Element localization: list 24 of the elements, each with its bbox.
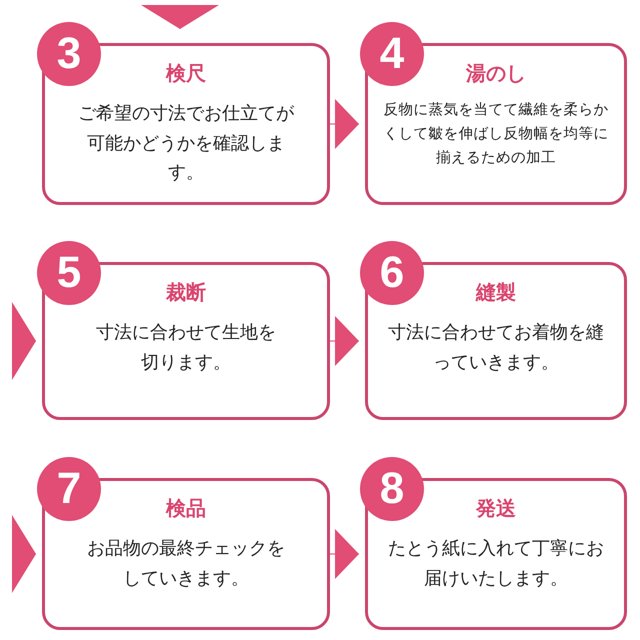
step-title: 裁断 bbox=[166, 279, 206, 306]
arrow bbox=[330, 529, 360, 579]
arrow bbox=[330, 316, 360, 366]
step-number: 8 bbox=[360, 457, 424, 521]
arrow bbox=[12, 302, 36, 380]
step-title: 検尺 bbox=[166, 60, 206, 87]
step-description: 寸法に合わせてお着物を縫っていきます。 bbox=[387, 321, 605, 375]
step-description: 寸法に合わせて生地を切ります。 bbox=[95, 321, 277, 375]
step-description: 反物に蒸気を当てて繊維を柔らかくして皺を伸ばし反物幅を均等に揃えるための加工 bbox=[382, 101, 610, 168]
step-number: 4 bbox=[360, 22, 424, 86]
step-number: 7 bbox=[37, 457, 101, 521]
step-title: 湯のし bbox=[466, 60, 526, 87]
step-title: 検品 bbox=[166, 495, 206, 522]
step-number: 6 bbox=[360, 241, 424, 305]
step-title: 発送 bbox=[476, 495, 516, 522]
arrow bbox=[12, 515, 36, 593]
arrow bbox=[330, 99, 360, 149]
step-number: 5 bbox=[37, 241, 101, 305]
step-number: 3 bbox=[37, 22, 101, 86]
step-title: 縫製 bbox=[476, 279, 516, 306]
step-description: ご希望の寸法でお仕立てが可能かどうかを確認します。 bbox=[77, 102, 296, 186]
arrow bbox=[141, 5, 219, 30]
step-description: たとう紙に入れて丁寧にお届けいたします。 bbox=[387, 537, 605, 591]
step-description: お品物の最終チェックをしていきます。 bbox=[86, 537, 286, 591]
